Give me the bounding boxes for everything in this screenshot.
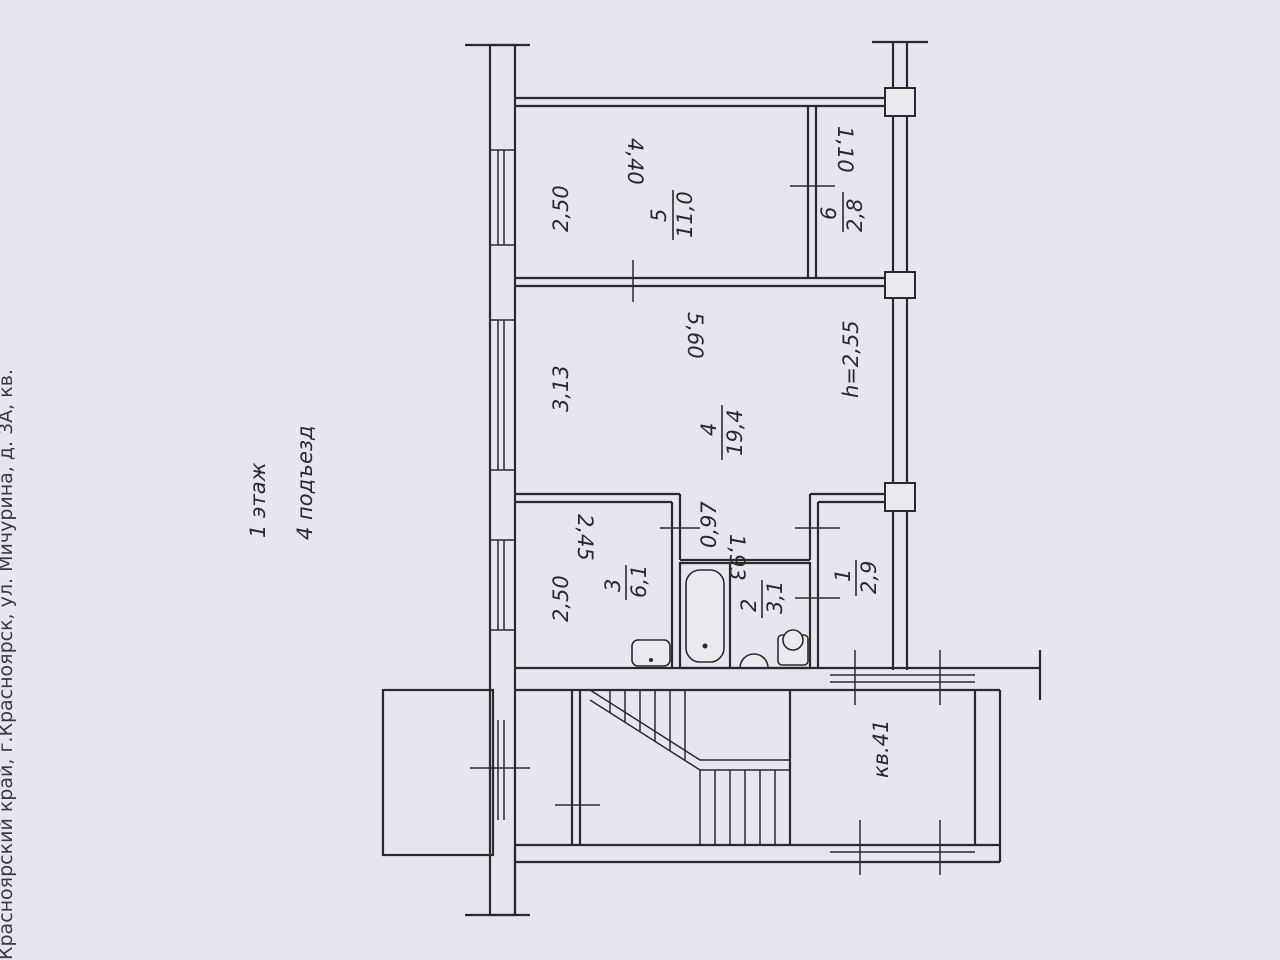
bathtub-icon bbox=[685, 569, 725, 663]
room3-width: 2,50 bbox=[549, 575, 573, 622]
room6-number: 6 bbox=[817, 207, 841, 220]
room3-length: 2,45 bbox=[573, 514, 597, 561]
room2-area: 3,1 bbox=[763, 581, 787, 614]
room5-walls bbox=[515, 96, 885, 302]
corridor-length: 1,93 bbox=[725, 534, 749, 581]
room2-number: 2 bbox=[737, 599, 761, 612]
outer-wall-left bbox=[465, 43, 530, 917]
corridor-width: 0,97 bbox=[697, 501, 721, 548]
room5-width: 2,50 bbox=[549, 185, 573, 232]
room3-walls bbox=[515, 492, 885, 668]
room3-area: 6,1 bbox=[627, 565, 651, 598]
ceiling-height: h=2,55 bbox=[839, 320, 863, 398]
bathroom-block bbox=[631, 561, 812, 670]
entrance-label: 4 подъезд bbox=[293, 425, 317, 540]
room4-width: 3,13 bbox=[549, 365, 573, 412]
room3-number: 3 bbox=[601, 579, 625, 592]
header-address: Красноярский край, г.Красноярск, ул. Мич… bbox=[0, 369, 17, 960]
room5-number: 5 bbox=[647, 209, 671, 222]
floor-label: 1 этаж bbox=[246, 462, 270, 538]
washbasin-icon bbox=[739, 653, 769, 669]
stairwell bbox=[381, 688, 1002, 915]
room5-area: 11,0 bbox=[673, 191, 697, 238]
room6-area: 2,8 bbox=[843, 199, 867, 232]
room6-length: 1,10 bbox=[833, 126, 857, 173]
apartment-label: кв.41 bbox=[869, 720, 893, 778]
room4-length: 5,60 bbox=[683, 312, 707, 359]
room1-area: 2,9 bbox=[857, 561, 881, 594]
sink-icon bbox=[631, 639, 671, 667]
room4-number: 4 bbox=[697, 423, 721, 436]
room5-length: 4,40 bbox=[623, 138, 647, 185]
room4-area: 19,4 bbox=[723, 409, 747, 456]
bottom-wall bbox=[515, 650, 1042, 705]
room1-number: 1 bbox=[831, 569, 855, 582]
